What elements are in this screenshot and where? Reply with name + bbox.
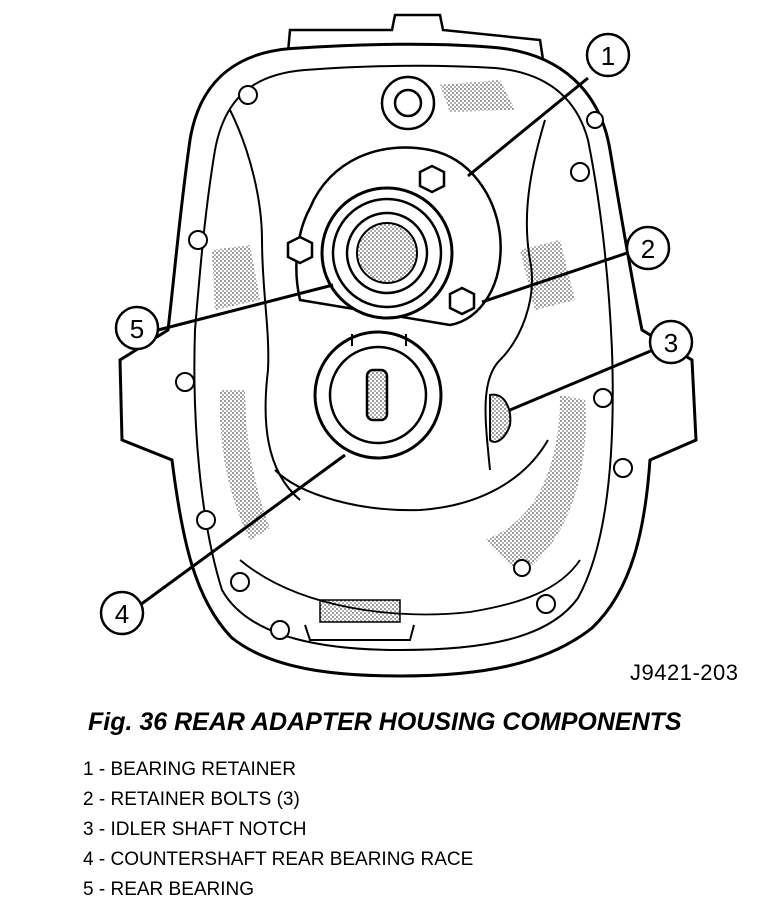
callout-5-label: 5 (130, 314, 144, 344)
callout-1-label: 1 (601, 41, 615, 71)
callout-1: 1 (585, 32, 631, 78)
callout-2: 2 (625, 225, 671, 271)
stipple-left-lower (219, 390, 270, 540)
top-boss-inner (393, 88, 423, 118)
stipple-bottom-right (485, 395, 586, 575)
leader-lines (139, 76, 654, 607)
legend-num: 2 (83, 789, 94, 810)
internal-web-left (229, 109, 301, 501)
stipple-left (212, 245, 260, 310)
rear-bearing-bore (356, 222, 418, 284)
legend-label: COUNTERSHAFT REAR BEARING RACE (110, 849, 474, 870)
figure-code: J9421-203 (630, 660, 739, 685)
callout-5: 5 (114, 305, 160, 351)
figure-caption: Fig. 36 REAR ADAPTER HOUSING COMPONENTS (88, 708, 682, 736)
stipple-right (520, 240, 575, 310)
internal-web-arc (274, 439, 549, 512)
housing-bolt-holes (175, 85, 633, 640)
legend-label: RETAINER BOLTS (3) (110, 789, 300, 810)
countershaft-slot (365, 368, 389, 422)
legend-label: IDLER SHAFT NOTCH (110, 819, 307, 840)
legend-num: 5 (83, 879, 94, 900)
callout-4-label: 4 (115, 599, 129, 629)
callout-4: 4 (99, 590, 145, 636)
legend-item: 4 - COUNTERSHAFT REAR BEARING RACE (83, 849, 474, 870)
idler-shaft-notch (489, 393, 512, 443)
legend-item: 2 - RETAINER BOLTS (3) (83, 789, 300, 810)
legend-num: 3 (83, 819, 94, 840)
bottom-tab (304, 624, 415, 641)
legend-num: 4 (83, 849, 94, 870)
retainer-bolts (286, 164, 476, 316)
legend-list: 1 - BEARING RETAINER 2 - RETAINER BOLTS … (83, 756, 473, 906)
housing-diagram: 1 2 3 4 5 (99, 13, 698, 678)
callout-2-label: 2 (641, 234, 655, 264)
race-notch-top (351, 334, 407, 346)
legend-item: 3 - IDLER SHAFT NOTCH (83, 819, 307, 840)
callout-3: 3 (648, 319, 694, 365)
legend-label: REAR BEARING (110, 879, 255, 900)
legend-num: 1 (83, 759, 94, 780)
internal-web-low (239, 559, 581, 616)
stipple-top (440, 80, 515, 112)
legend-item: 1 - BEARING RETAINER (83, 759, 296, 780)
callout-3-label: 3 (664, 328, 678, 358)
legend-item: 5 - REAR BEARING (83, 879, 255, 900)
legend-label: BEARING RETAINER (110, 759, 296, 780)
internal-web-right (484, 119, 546, 471)
